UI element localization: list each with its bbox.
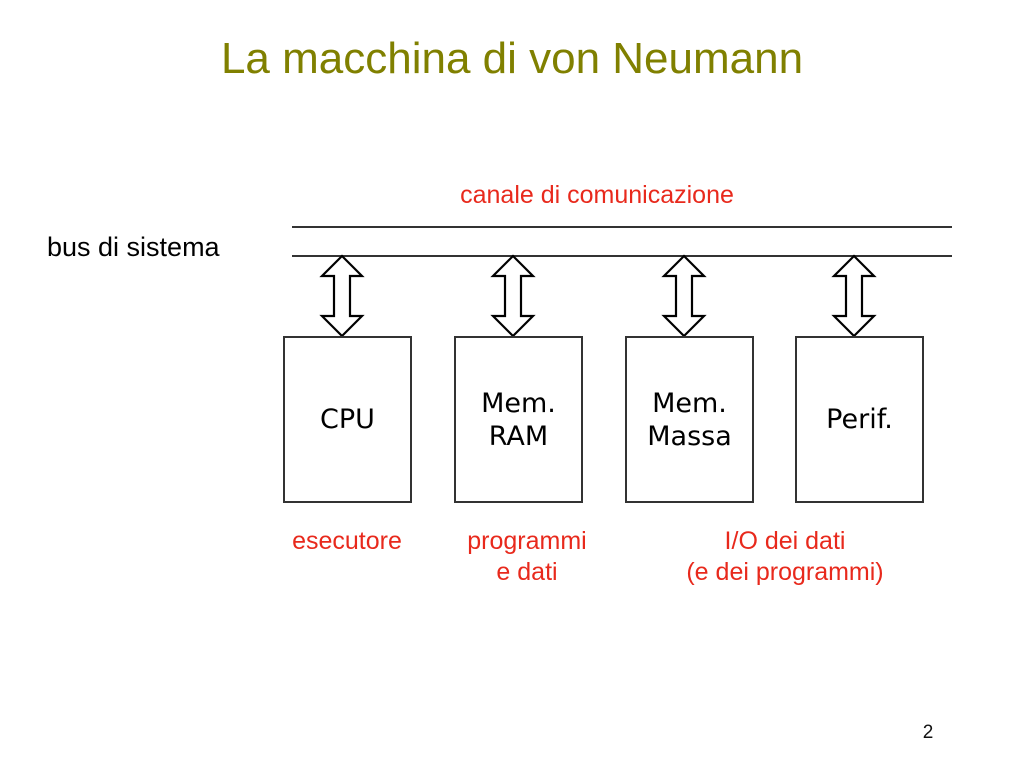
page-number: 2: [922, 722, 934, 743]
unit-box-mem-massa: Mem. Massa: [625, 336, 754, 503]
bus-system-label: bus di sistema: [47, 232, 220, 262]
double-arrow-icon-mem-ram: [490, 254, 536, 338]
double-arrow-icon-cpu: [319, 254, 365, 338]
bus-line-top: [292, 226, 952, 228]
caption-mem-massa: I/O dei dati (e dei programmi): [686, 527, 884, 586]
unit-box-mem-ram: Mem. RAM: [454, 336, 583, 503]
unit-box-label-mem-massa: Mem. Massa: [647, 387, 732, 452]
unit-box-label-mem-ram: Mem. RAM: [481, 387, 556, 452]
bus-line-bottom: [292, 255, 952, 257]
double-arrow-icon-perif: [831, 254, 877, 338]
caption-mem-ram: programmi e dati: [467, 527, 587, 586]
unit-box-label-cpu: CPU: [320, 404, 375, 435]
unit-box-label-perif: Perif.: [826, 404, 893, 435]
double-arrow-icon-mem-massa: [661, 254, 707, 338]
caption-cpu: esecutore: [292, 527, 402, 555]
bus-channel-label: canale di comunicazione: [460, 181, 734, 209]
page-title: La macchina di von Neumann: [220, 34, 804, 83]
unit-box-perif: Perif.: [795, 336, 924, 503]
unit-box-cpu: CPU: [283, 336, 412, 503]
